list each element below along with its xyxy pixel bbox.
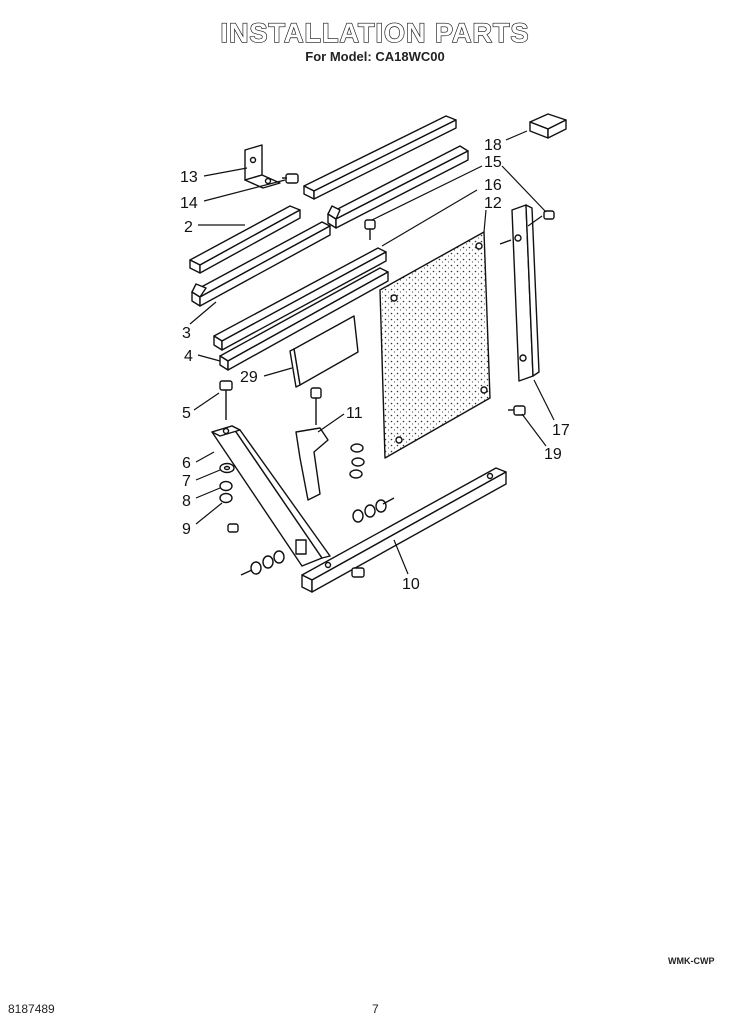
part-6-leg bbox=[211, 425, 331, 567]
callout-8: 8 bbox=[182, 493, 191, 510]
callout-2: 2 bbox=[184, 219, 193, 236]
callout-6: 6 bbox=[182, 455, 191, 472]
part-16-bar bbox=[213, 247, 387, 351]
part-14-screw bbox=[282, 173, 299, 184]
part-top-rail bbox=[303, 115, 457, 200]
callout-19: 19 bbox=[544, 446, 562, 463]
callout-17: 17 bbox=[552, 422, 570, 439]
callout-3: 3 bbox=[182, 325, 191, 342]
part-15-screw bbox=[364, 219, 376, 240]
part-2-rail bbox=[189, 205, 301, 274]
callout-12: 12 bbox=[484, 195, 502, 212]
model-subtitle: For Model: CA18WC00 bbox=[305, 49, 445, 64]
callout-29: 29 bbox=[240, 369, 258, 386]
callout-14: 14 bbox=[180, 195, 198, 212]
callout-16: 16 bbox=[484, 177, 502, 194]
page-number: 7 bbox=[372, 1002, 379, 1016]
document-number: 8187489 bbox=[8, 1002, 55, 1016]
part-29-panel bbox=[289, 315, 359, 388]
part-10-bottom-rail bbox=[301, 467, 507, 593]
part-12-foam-panel bbox=[379, 231, 491, 459]
part-4-bar bbox=[219, 267, 389, 371]
part-13-bracket bbox=[244, 144, 281, 189]
part-15-side-screw bbox=[543, 210, 555, 220]
part-washer-set bbox=[240, 497, 395, 576]
part-19-screw bbox=[508, 405, 526, 416]
callout-15: 15 bbox=[484, 154, 502, 171]
callout-10: 10 bbox=[402, 576, 420, 593]
callout-11: 11 bbox=[346, 405, 363, 422]
leader-lines bbox=[189, 130, 555, 575]
part-5-bolt bbox=[219, 380, 233, 420]
page-title: INSTALLATION PARTS bbox=[220, 17, 530, 48]
part-18-block bbox=[529, 113, 567, 139]
part-9-bolt bbox=[227, 523, 239, 533]
callout-7: 7 bbox=[182, 473, 191, 490]
part-top-channel bbox=[327, 145, 469, 229]
part-7-washer bbox=[219, 462, 235, 474]
diagram-code: WMK-CWP bbox=[668, 956, 715, 966]
part-3-channel bbox=[191, 221, 331, 307]
part-17-side-channel bbox=[499, 204, 540, 382]
callout-9: 9 bbox=[182, 521, 191, 538]
callout-13: 13 bbox=[180, 169, 198, 186]
callout-5: 5 bbox=[182, 405, 191, 422]
part-8-nut bbox=[219, 480, 233, 504]
callout-labels: 18 15 16 12 13 14 2 3 4 29 5 11 6 7 8 9 … bbox=[180, 137, 570, 593]
callout-4: 4 bbox=[184, 348, 193, 365]
callout-18: 18 bbox=[484, 137, 502, 154]
